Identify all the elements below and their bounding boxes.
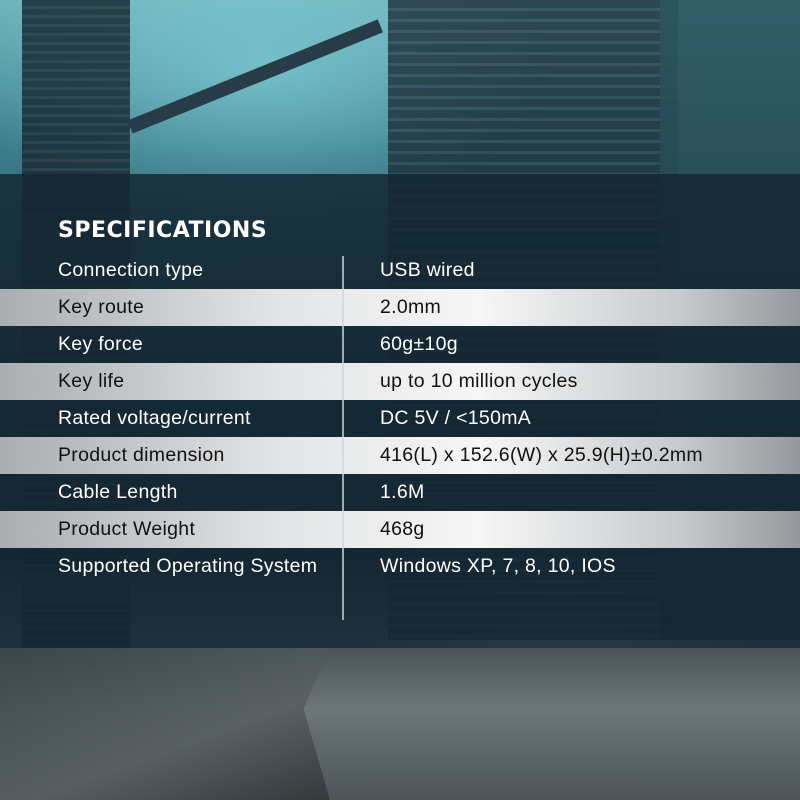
spec-label: Cable Length bbox=[58, 481, 178, 503]
spec-row-supported-os: Supported Operating System Windows XP, 7… bbox=[0, 548, 800, 622]
background-ground bbox=[0, 648, 800, 800]
column-divider bbox=[342, 256, 344, 620]
specifications-table: Connection type USB wired Key route 2.0m… bbox=[0, 252, 800, 622]
spec-value: DC 5V / <150mA bbox=[380, 407, 532, 429]
spec-label: Product dimension bbox=[58, 444, 225, 466]
spec-value: 2.0mm bbox=[380, 296, 442, 318]
spec-row-cable-length: Cable Length 1.6M bbox=[0, 474, 800, 511]
spec-label: Supported Operating System bbox=[58, 555, 318, 577]
spec-value: Windows XP, 7, 8, 10, IOS bbox=[380, 555, 616, 577]
spec-row-connection-type: Connection type USB wired bbox=[0, 252, 800, 289]
spec-value: 416(L) x 152.6(W) x 25.9(H)±0.2mm bbox=[380, 444, 703, 466]
background-rubble bbox=[0, 648, 330, 800]
spec-value: 1.6M bbox=[380, 481, 425, 503]
background-skybridge bbox=[127, 19, 383, 134]
spec-label: Key force bbox=[58, 333, 144, 355]
spec-row-key-life: Key life up to 10 million cycles bbox=[0, 363, 800, 400]
spec-label: Connection type bbox=[58, 259, 204, 281]
spec-row-rated-voltage: Rated voltage/current DC 5V / <150mA bbox=[0, 400, 800, 437]
spec-label: Rated voltage/current bbox=[58, 407, 251, 429]
spec-value: up to 10 million cycles bbox=[380, 370, 578, 392]
spec-value: 468g bbox=[380, 518, 425, 540]
specifications-title: SPECIFICATIONS bbox=[58, 218, 268, 243]
spec-row-product-weight: Product Weight 468g bbox=[0, 511, 800, 548]
spec-row-product-dimension: Product dimension 416(L) x 152.6(W) x 25… bbox=[0, 437, 800, 474]
spec-label: Product Weight bbox=[58, 518, 196, 540]
spec-value: USB wired bbox=[380, 259, 475, 281]
spec-row-key-force: Key force 60g±10g bbox=[0, 326, 800, 363]
spec-row-key-route: Key route 2.0mm bbox=[0, 289, 800, 326]
spec-value: 60g±10g bbox=[380, 333, 458, 355]
spec-label: Key route bbox=[58, 296, 145, 318]
specifications-panel bbox=[0, 174, 800, 648]
spec-label: Key life bbox=[58, 370, 125, 392]
